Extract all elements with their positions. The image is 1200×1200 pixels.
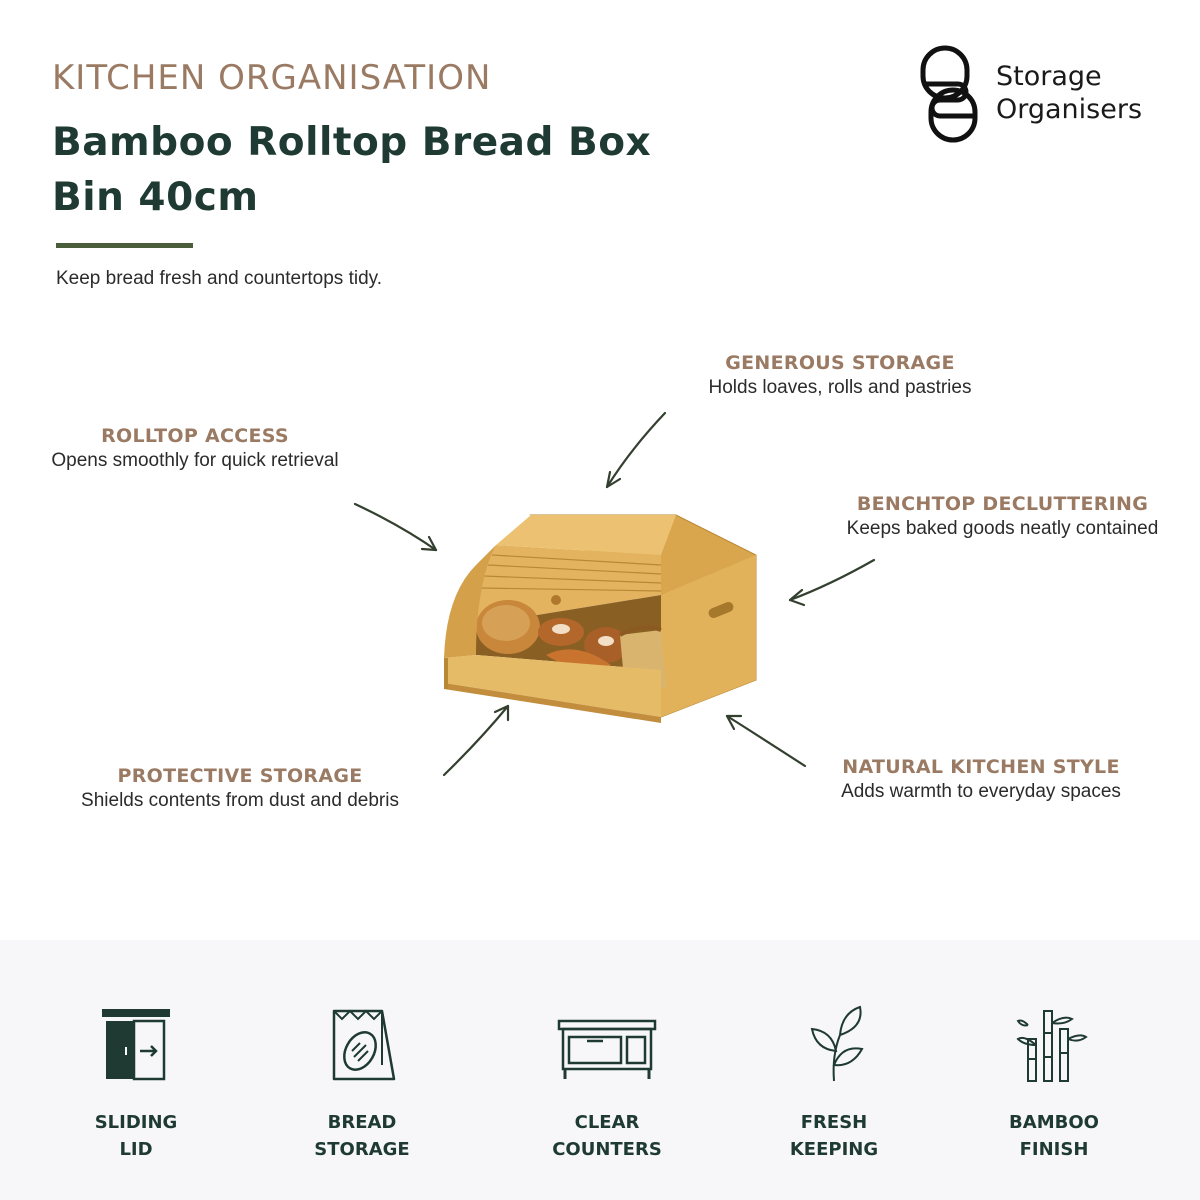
counter-icon: [557, 1019, 657, 1079]
arrow-rolltop: [353, 502, 438, 552]
callout-description: Shields contents from dust and debris: [81, 790, 399, 811]
callout-heading: BENCHTOP DECLUTTERING: [856, 493, 1149, 515]
brand-name: Storage Organisers: [996, 60, 1142, 126]
callout-heading: PROTECTIVE STORAGE: [117, 765, 363, 787]
callout-benchtop-decluttering: BENCHTOP DECLUTTERING Keeps baked goods …: [815, 493, 1190, 540]
bread-bag-icon: [332, 1009, 396, 1081]
bread-box-image: [444, 514, 757, 723]
title-line-2: Bin 40cm: [52, 175, 259, 220]
callout-generous-storage: GENEROUS STORAGE Holds loaves, rolls and…: [670, 352, 1010, 399]
feature-label-line-1: BAMBOO: [1009, 1112, 1099, 1133]
feature-label: BAMBOO FINISH: [974, 1109, 1134, 1163]
feature-label: FRESH KEEPING: [754, 1109, 914, 1163]
callout-description: Adds warmth to everyday spaces: [841, 781, 1121, 802]
feature-label-line-1: SLIDING: [94, 1112, 178, 1133]
product-title: Bamboo Rolltop Bread Box Bin 40cm: [52, 115, 712, 225]
feature-label: SLIDING LID: [56, 1109, 216, 1163]
feature-label-line-1: CLEAR: [574, 1112, 640, 1133]
feature-label-line-1: BREAD: [327, 1112, 397, 1133]
feature-label-line-2: FINISH: [1019, 1139, 1089, 1160]
feature-bread-storage: BREAD STORAGE: [282, 1005, 442, 1163]
feature-label-line-2: KEEPING: [789, 1139, 879, 1160]
feature-label-line-2: LID: [119, 1139, 153, 1160]
feature-bamboo-finish: BAMBOO FINISH: [974, 1005, 1134, 1163]
callout-natural-kitchen-style: NATURAL KITCHEN STYLE Adds warmth to eve…: [800, 756, 1162, 803]
sliding-lid-icon: [102, 1009, 170, 1081]
leaf-icon: [810, 1005, 864, 1082]
feature-label: CLEAR COUNTERS: [527, 1109, 687, 1163]
title-underline: [56, 243, 193, 248]
feature-label-line-2: COUNTERS: [552, 1139, 662, 1160]
callout-heading: ROLLTOP ACCESS: [101, 425, 289, 447]
category-eyebrow: KITCHEN ORGANISATION: [52, 58, 492, 98]
callout-description: Opens smoothly for quick retrieval: [51, 450, 339, 471]
arrow-benchtop: [788, 558, 876, 602]
callout-heading: NATURAL KITCHEN STYLE: [842, 756, 1120, 778]
bamboo-icon: [1016, 1010, 1088, 1082]
brand-line-2: Organisers: [996, 94, 1143, 125]
feature-label-line-2: STORAGE: [314, 1139, 410, 1160]
callout-rolltop-access: ROLLTOP ACCESS Opens smoothly for quick …: [20, 425, 370, 472]
product-subtitle: Keep bread fresh and countertops tidy.: [56, 268, 383, 289]
callout-protective-storage: PROTECTIVE STORAGE Shields contents from…: [45, 765, 435, 812]
brand-logo-icon: [920, 45, 978, 143]
feature-label: BREAD STORAGE: [282, 1109, 442, 1163]
brand-line-1: Storage: [996, 61, 1102, 92]
feature-fresh-keeping: FRESH KEEPING: [754, 1005, 914, 1163]
callout-heading: GENEROUS STORAGE: [725, 352, 955, 374]
feature-clear-counters: CLEAR COUNTERS: [527, 1005, 687, 1163]
callout-description: Holds loaves, rolls and pastries: [708, 377, 972, 398]
feature-label-line-1: FRESH: [800, 1112, 868, 1133]
title-line-1: Bamboo Rolltop Bread Box: [52, 120, 652, 165]
arrow-generous: [605, 411, 667, 489]
feature-sliding-lid: SLIDING LID: [56, 1005, 216, 1163]
callout-description: Keeps baked goods neatly contained: [846, 518, 1159, 539]
